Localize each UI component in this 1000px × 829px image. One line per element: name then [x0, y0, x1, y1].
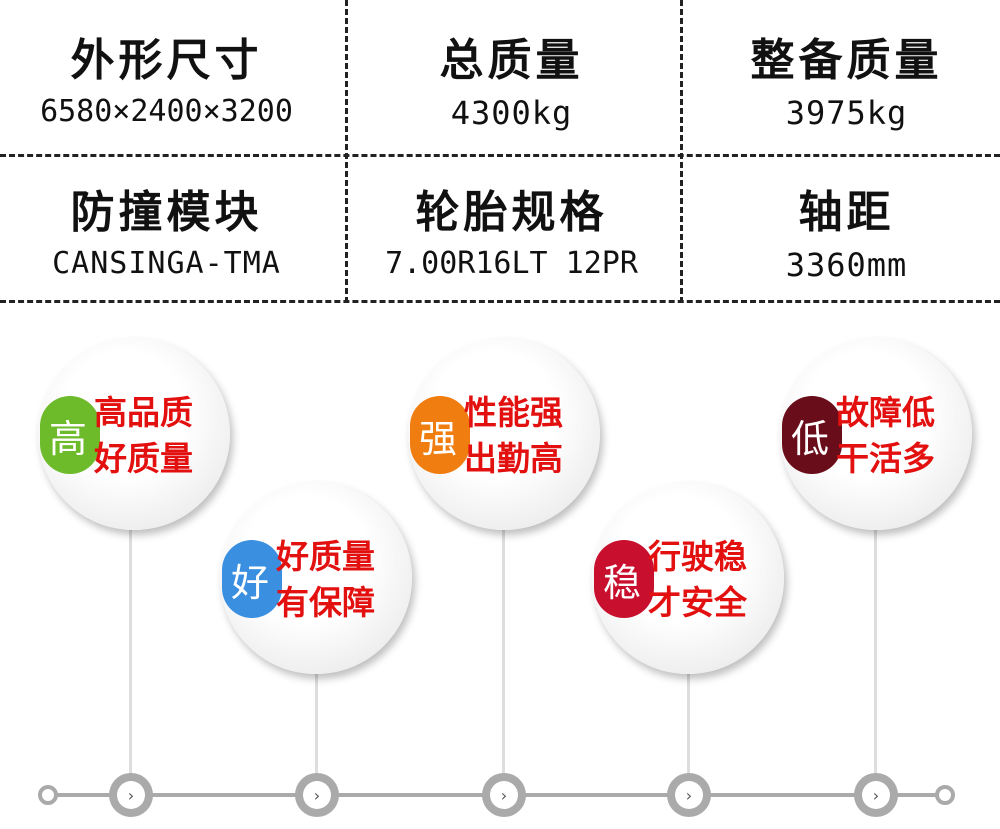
- stem: [502, 530, 505, 780]
- chevron-right-icon: ›: [117, 781, 145, 809]
- feature-text: 高品质好质量: [94, 390, 193, 482]
- divider: [345, 0, 348, 303]
- feature-line: 有保障: [276, 583, 375, 622]
- stem: [315, 672, 318, 777]
- feature-circle: 高高品质好质量: [38, 338, 230, 530]
- feature-line: 故障低: [836, 393, 935, 432]
- feature-line: 高品质: [94, 393, 193, 432]
- timeline-node: ›: [295, 773, 339, 817]
- spec-title: 外形尺寸: [70, 35, 263, 86]
- spec-title: 整备质量: [750, 35, 943, 86]
- spec-title: 防撞模块: [70, 187, 263, 238]
- feature-text: 故障低干活多: [836, 390, 935, 482]
- stem: [129, 530, 132, 780]
- chevron-right-icon: ›: [303, 781, 331, 809]
- spec-title: 总质量: [439, 35, 584, 86]
- spec-curb-mass: 整备质量 3975kg: [680, 0, 1000, 150]
- feature-line: 好质量: [94, 439, 193, 478]
- spec-value: 4300kg: [450, 94, 573, 132]
- spec-total-mass: 总质量 4300kg: [345, 0, 678, 150]
- divider: [0, 300, 1000, 303]
- feature-text: 性能强出勤高: [464, 390, 563, 482]
- chevron-right-icon: ›: [675, 781, 703, 809]
- feature-line: 好质量: [276, 537, 375, 576]
- stem: [687, 672, 690, 777]
- spec-value: 7.00R16LT 12PR: [385, 246, 638, 281]
- spec-value: 3360mm: [785, 246, 908, 284]
- spec-value: 6580×2400×3200: [40, 94, 293, 129]
- chevron-right-icon: ›: [490, 781, 518, 809]
- feature-line: 干活多: [836, 439, 935, 478]
- timeline-node: ›: [667, 773, 711, 817]
- feature-line: 才安全: [648, 583, 747, 622]
- spec-dimensions: 外形尺寸 6580×2400×3200: [0, 0, 333, 150]
- timeline-node: ›: [854, 773, 898, 817]
- feature-line: 出勤高: [464, 439, 563, 478]
- spec-title: 轴距: [798, 187, 895, 238]
- feature-text: 行驶稳才安全: [648, 534, 747, 626]
- spec-value: 3975kg: [785, 94, 908, 132]
- chevron-right-icon: ›: [862, 781, 890, 809]
- feature-badge: 低: [782, 396, 842, 474]
- spec-value: CANSINGA-TMA: [52, 246, 281, 281]
- spec-tire: 轮胎规格 7.00R16LT 12PR: [345, 152, 678, 302]
- divider: [0, 154, 1000, 157]
- timeline-node: ›: [482, 773, 526, 817]
- feature-circle: 强性能强出勤高: [408, 338, 600, 530]
- feature-text: 好质量有保障: [276, 534, 375, 626]
- stem: [874, 530, 877, 780]
- spec-title: 轮胎规格: [415, 187, 608, 238]
- feature-line: 性能强: [464, 393, 563, 432]
- feature-badge: 稳: [594, 540, 654, 618]
- feature-badge: 高: [40, 396, 100, 474]
- spec-crash-module: 防撞模块 CANSINGA-TMA: [0, 152, 333, 302]
- timeline-end: [935, 785, 955, 805]
- timeline-node: ›: [109, 773, 153, 817]
- feature-circle: 好好质量有保障: [220, 482, 412, 674]
- feature-badge: 强: [410, 396, 470, 474]
- timeline-start: [38, 785, 58, 805]
- spec-wheelbase: 轴距 3360mm: [680, 152, 1000, 302]
- feature-badge: 好: [222, 540, 282, 618]
- feature-circle: 低故障低干活多: [780, 338, 972, 530]
- feature-circle: 稳行驶稳才安全: [592, 482, 784, 674]
- divider: [680, 0, 683, 303]
- feature-line: 行驶稳: [648, 537, 747, 576]
